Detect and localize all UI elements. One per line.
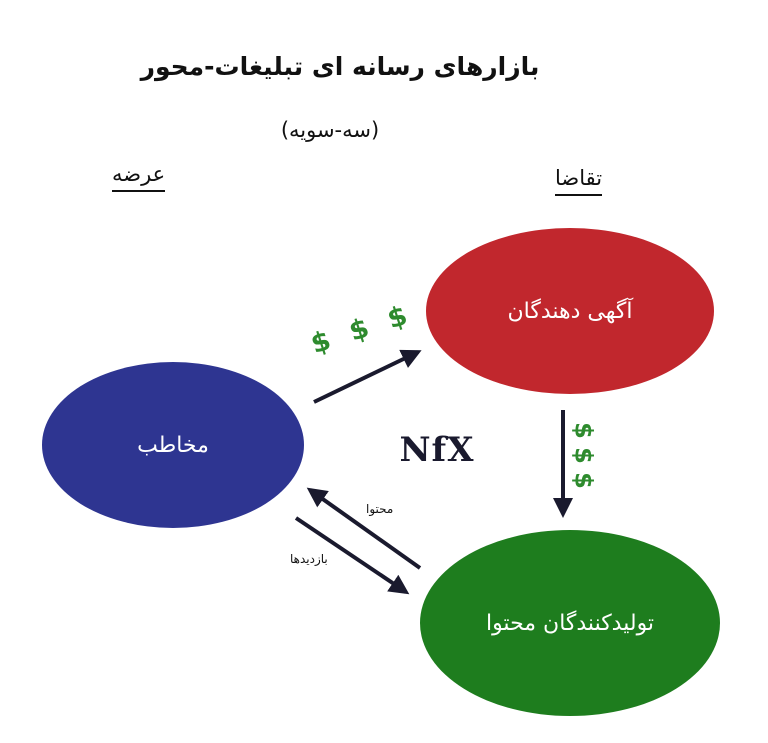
node-content-producers: تولیدکنندگان محتوا xyxy=(420,530,720,716)
node-advertisers-label: آگهی دهندگان xyxy=(507,298,633,324)
node-audience: مخاطب xyxy=(42,362,304,528)
diagram-subtitle: (سه-سویه) xyxy=(280,118,380,142)
nfx-logo: NfX xyxy=(399,430,475,470)
arrow-audience-to-advertisers xyxy=(313,349,422,404)
money-glyph-3: $ xyxy=(569,472,598,489)
edge-label-visits: بازدیدها xyxy=(290,552,328,566)
node-audience-label: مخاطب xyxy=(137,432,209,458)
edge-label-content: محتوا xyxy=(366,502,394,516)
money-label-advertisers-to-producers: $$$ xyxy=(568,418,598,493)
supply-label: عرضه xyxy=(112,162,166,192)
arrow-audience-to-producers xyxy=(294,516,410,595)
demand-label: تقاضا xyxy=(555,166,603,196)
arrow-producers-to-audience xyxy=(306,487,422,570)
diagram-title: بازارهای رسانه ای تبلیغات-محور xyxy=(140,52,540,81)
node-advertisers: آگهی دهندگان xyxy=(426,228,714,394)
node-content-producers-label: تولیدکنندگان محتوا xyxy=(485,610,655,636)
